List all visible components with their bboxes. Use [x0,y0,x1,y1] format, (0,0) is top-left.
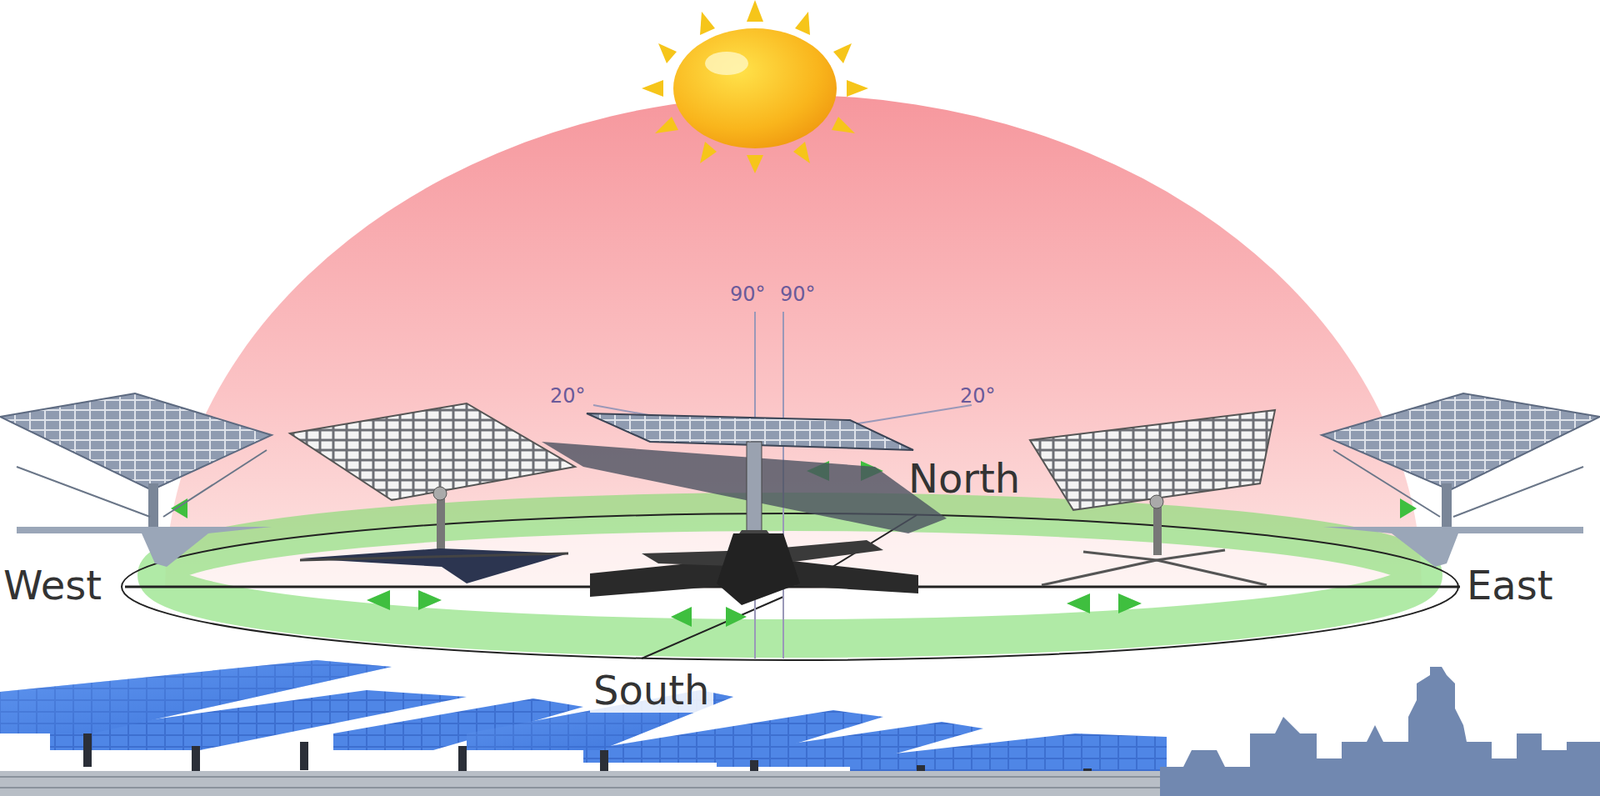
direction-label: West [3,563,102,608]
angle-label: 90° [730,283,766,305]
angle-label: 20° [960,385,996,407]
direction-label: North [908,456,1020,501]
direction-label: South [590,668,714,713]
direction-label: East [1466,563,1554,608]
angle-label: 20° [550,385,586,407]
angle-label: 90° [780,283,816,305]
